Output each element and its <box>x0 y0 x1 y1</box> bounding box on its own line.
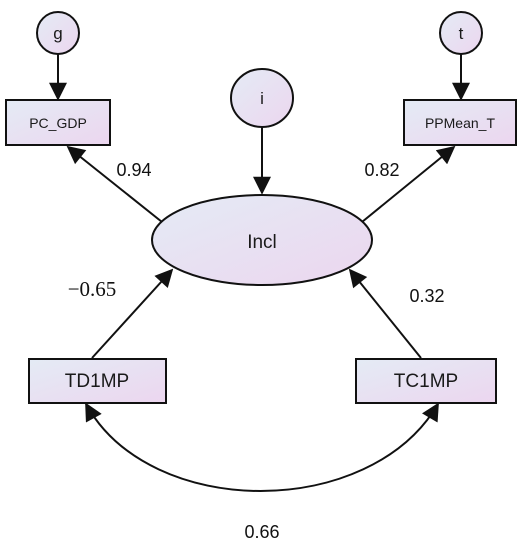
observed-tc1mp-label: TC1MP <box>394 371 458 392</box>
observed-pc-gdp <box>5 99 111 146</box>
error-term-i <box>230 68 294 128</box>
arrow-tc1mp-to-incl <box>348 268 422 359</box>
covariance-arc-td1mp-tc1mp <box>85 402 439 492</box>
observed-tc1mp <box>355 358 497 404</box>
coef-td1mp-tc1mp-covariance: 0.66 <box>244 522 279 542</box>
error-term-i-label: i <box>260 89 264 108</box>
error-term-t <box>439 11 483 55</box>
latent-incl-label: Incl <box>247 232 277 253</box>
error-term-g-label: g <box>53 24 62 43</box>
coef-incl-to-ppmean-t: 0.82 <box>364 160 399 180</box>
coef-tc1mp-to-incl: 0.32 <box>409 286 444 306</box>
latent-incl <box>151 194 373 286</box>
error-term-t-label: t <box>459 24 464 43</box>
observed-td1mp-label: TD1MP <box>65 371 129 392</box>
arrow-incl-to-pc-gdp <box>66 145 163 223</box>
observed-pc-gdp-label: PC_GDP <box>29 115 87 131</box>
observed-ppmean-t-label: PPMean_T <box>425 115 495 131</box>
coef-td1mp-to-incl: −0.65 <box>68 277 117 301</box>
observed-td1mp <box>28 358 167 404</box>
arrow-incl-to-ppmean-t <box>361 145 456 223</box>
error-term-g <box>36 11 80 55</box>
coef-incl-to-pc-gdp: 0.94 <box>116 160 151 180</box>
observed-ppmean-t <box>403 99 517 146</box>
arrow-td1mp-to-incl <box>91 268 174 359</box>
